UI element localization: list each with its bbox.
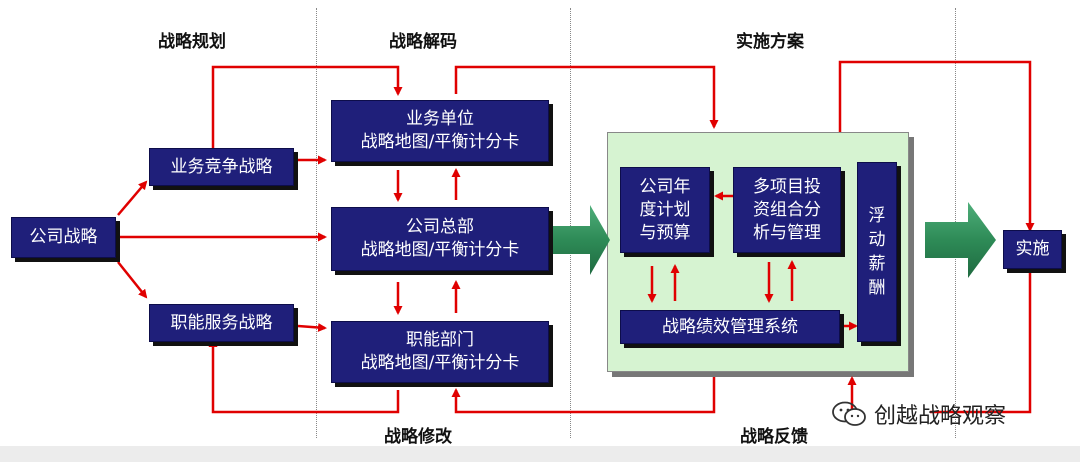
arrow-top-to-implementation bbox=[838, 60, 1035, 232]
arrow-feedback-loop bbox=[451, 377, 716, 414]
box-bu-strategy-map: 业务单位 战略地图/平衡计分卡 bbox=[331, 100, 549, 162]
header-strategy-planning: 战略规划 bbox=[158, 32, 226, 52]
wechat-logo-icon bbox=[832, 401, 866, 426]
label-strategy-feedback: 战略反馈 bbox=[740, 427, 808, 447]
watermark-text: 创越战略观察 bbox=[874, 404, 1007, 429]
box-portfolio-management: 多项目投 资组合分 析与管理 bbox=[733, 167, 841, 253]
box-func-strategy-map: 职能部门 战略地图/平衡计分卡 bbox=[331, 321, 549, 383]
box-functional-service-strategy: 职能服务战略 bbox=[149, 304, 294, 342]
big-arrow-to-implementation bbox=[925, 202, 996, 278]
divider-1 bbox=[316, 8, 317, 438]
box-corporate-strategy: 公司战略 bbox=[11, 217, 116, 258]
arrow-business-top-loop bbox=[211, 65, 403, 148]
box-annual-plan-budget: 公司年 度计划 与预算 bbox=[620, 167, 710, 253]
arrow-bu-to-plan bbox=[454, 65, 719, 129]
label-strategy-revision: 战略修改 bbox=[384, 427, 452, 447]
bottom-strip bbox=[0, 446, 1080, 462]
box-floating-pay: 浮 动 薪 酬 bbox=[857, 162, 897, 342]
box-strategy-performance-system: 战略绩效管理系统 bbox=[620, 310, 840, 344]
divider-2 bbox=[570, 8, 571, 438]
box-implementation: 实施 bbox=[1003, 230, 1062, 269]
box-business-competitive-strategy: 业务竞争战略 bbox=[149, 148, 294, 186]
arrow-functional-to-func-map bbox=[297, 322, 327, 332]
arrow-revision-loop bbox=[208, 338, 400, 414]
header-strategy-decoding: 战略解码 bbox=[389, 32, 457, 52]
watermark: 创越战略观察 bbox=[832, 398, 1006, 430]
header-implementation-plan: 实施方案 bbox=[736, 32, 804, 52]
big-arrow-to-plan bbox=[550, 205, 610, 275]
box-hq-strategy-map: 公司总部 战略地图/平衡计分卡 bbox=[331, 207, 549, 271]
arrow-corp-to-business bbox=[117, 180, 148, 216]
arrow-implementation-return bbox=[930, 272, 1032, 414]
arrow-corp-to-functional bbox=[117, 261, 148, 299]
